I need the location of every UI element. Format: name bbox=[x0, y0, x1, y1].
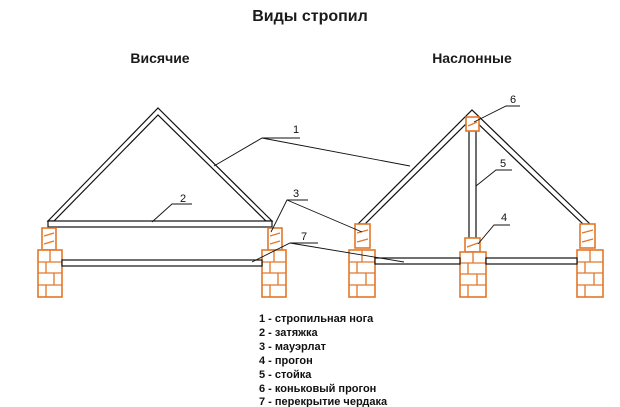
legend-item-1: 1 - стропильная нога bbox=[259, 313, 374, 325]
legend-item-3: 3 - мауэрлат bbox=[259, 341, 327, 353]
hanging-rafter-truss bbox=[46, 107, 274, 228]
legend-item-7: 7 - перекрытие чердака bbox=[259, 396, 388, 407]
floor-purlin bbox=[464, 237, 481, 253]
callout-1: 1 bbox=[293, 124, 299, 136]
callout-2: 2 bbox=[180, 193, 186, 205]
callout-3: 3 bbox=[293, 188, 299, 200]
legend-item-6: 6 - коньковый прогон bbox=[259, 383, 376, 395]
layered-attic-floor-right bbox=[485, 257, 578, 265]
right-wall-plate-left bbox=[354, 223, 371, 249]
left-brick-wall-right bbox=[261, 249, 287, 298]
left-wall-plate-left bbox=[41, 227, 57, 251]
leader-lines bbox=[151, 105, 520, 263]
hanging-attic-floor bbox=[61, 259, 263, 267]
callout-7: 7 bbox=[301, 231, 307, 243]
right-brick-wall-right bbox=[576, 249, 604, 298]
left-wall-plate-right bbox=[267, 227, 283, 251]
right-wall-plate-right bbox=[579, 223, 596, 249]
layered-rafters-heading: Наслонные bbox=[432, 50, 512, 66]
left-brick-wall-left bbox=[37, 249, 63, 298]
hanging-rafters-heading: Висячие bbox=[130, 50, 189, 66]
legend-item-4: 4 - прогон bbox=[259, 355, 313, 367]
legend-item-2: 2 - затяжка bbox=[259, 327, 318, 339]
layered-attic-floor-left bbox=[374, 257, 461, 265]
right-brick-wall-left bbox=[348, 249, 376, 298]
tie-beam bbox=[47, 220, 273, 228]
center-post bbox=[468, 130, 477, 239]
callout-5: 5 bbox=[500, 158, 506, 170]
right-brick-wall-center bbox=[459, 251, 487, 298]
hanging-rafter-legs bbox=[46, 107, 274, 222]
legend: 1 - стропильная нога 2 - затяжка 3 - мау… bbox=[259, 313, 388, 407]
legend-item-5: 5 - стойка bbox=[259, 369, 312, 381]
ridge-purlin bbox=[465, 116, 480, 132]
callout-6: 6 bbox=[510, 94, 516, 106]
diagram-title: Виды стропил bbox=[252, 8, 368, 25]
callout-4: 4 bbox=[501, 212, 507, 224]
